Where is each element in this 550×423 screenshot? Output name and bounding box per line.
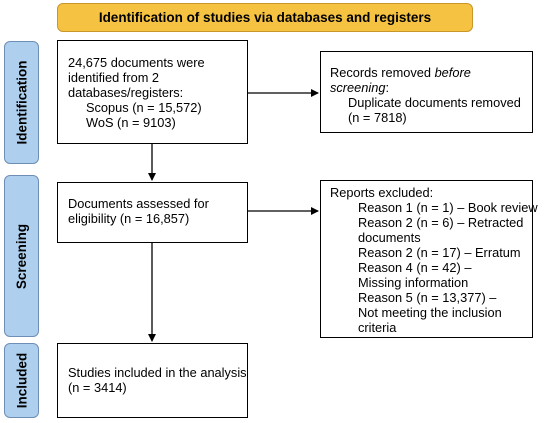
identified-scopus: Scopus (n = 15,572)	[86, 100, 202, 115]
excluded-reason-line: Reason 2 (n = 6) – Retracted	[358, 215, 524, 230]
excluded-reason-line: Reason 4 (n = 42) –	[358, 260, 472, 275]
studies-included-box: Studies included in the analysis (n = 34…	[57, 343, 248, 418]
excluded-reason-line: Missing information	[358, 275, 469, 290]
identified-line-3: databases/registers:	[68, 85, 184, 100]
excluded-reason-line: Reason 5 (n = 13,377) –	[358, 290, 497, 305]
stage-screening: Screening	[4, 175, 39, 337]
stage-identification: Identification	[4, 41, 39, 164]
assessed-line-1: Documents assessed for	[68, 196, 209, 211]
removed-line-1a: Records removed	[330, 65, 435, 80]
removed-line-3: Duplicate documents removed	[348, 95, 521, 110]
excluded-reason-line: Reason 1 (n = 1) – Book review	[358, 200, 538, 215]
removed-before-screening-box: Records removed before screening: Duplic…	[320, 51, 533, 133]
assessed-for-eligibility-box: Documents assessed for eligibility (n = …	[57, 182, 248, 243]
excluded-reason-line: Reason 2 (n = 17) – Erratum	[358, 245, 521, 260]
included-line-1: Studies included in the analysis	[68, 365, 247, 380]
excluded-reason-line: criteria	[358, 320, 397, 335]
identified-wos: WoS (n = 9103)	[86, 115, 176, 130]
included-line-2: (n = 3414)	[68, 380, 127, 395]
removed-line-2-colon: :	[385, 80, 390, 95]
removed-line-4: (n = 7818)	[348, 110, 407, 125]
flow-header-title: Identification of studies via databases …	[98, 10, 432, 25]
removed-line-2: screening:	[330, 80, 532, 95]
excluded-reason-line: Not meeting the inclusion	[358, 305, 502, 320]
removed-line-2-text: screening	[330, 80, 386, 95]
identified-line-1: 24,675 documents were	[68, 55, 205, 70]
stage-included: Included	[4, 343, 39, 418]
reports-excluded-box: Reports excluded: Reason 1 (n = 1) – Boo…	[320, 180, 538, 338]
identified-line-2: identified from 2	[68, 70, 160, 85]
flow-header: Identification of studies via databases …	[57, 3, 473, 32]
identified-records-box: 24,675 documents were identified from 2 …	[57, 40, 248, 144]
assessed-line-2: eligibility (n = 16,857)	[68, 211, 190, 226]
removed-line-1: Records removed before	[330, 65, 532, 80]
excluded-title: Reports excluded:	[330, 185, 434, 200]
excluded-reason-line: documents	[358, 230, 421, 245]
removed-line-1b: before	[434, 65, 471, 80]
